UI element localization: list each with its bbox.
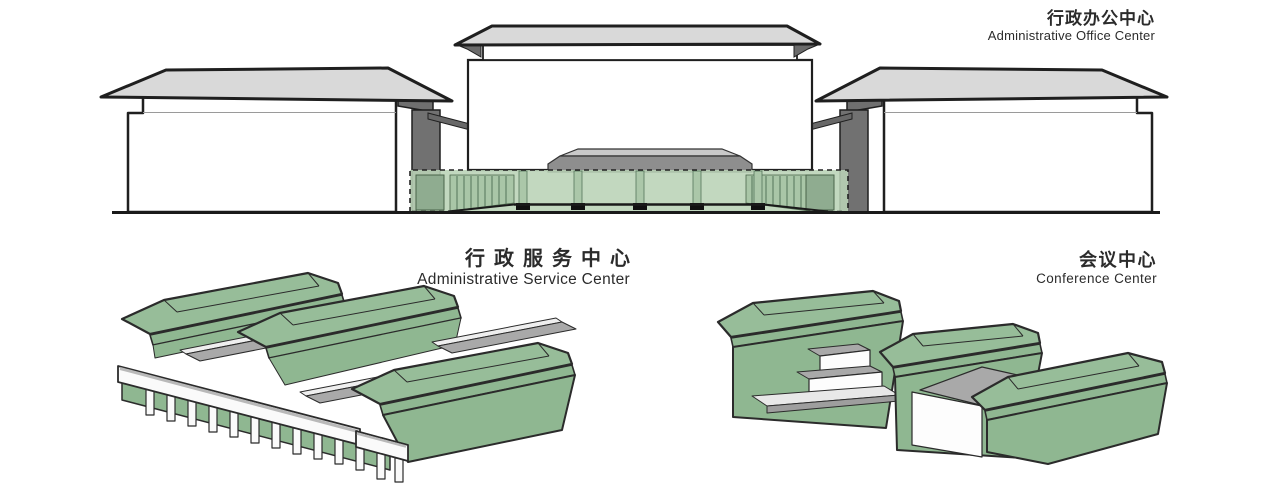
label-conference-center: 会议中心 Conference Center	[1036, 250, 1157, 286]
axon-administrative-service-center	[117, 271, 577, 483]
volume-a-hip-lines	[163, 272, 320, 313]
colonnade-beam-step	[355, 430, 409, 462]
colonnade-beam-top	[119, 367, 359, 433]
link-block-wall	[911, 391, 983, 458]
passage-door-left	[415, 174, 445, 211]
right-pavilion-wall	[882, 94, 1154, 214]
elevation-administrative-office-center	[99, 24, 1169, 214]
conference-terrace-steps	[751, 343, 900, 414]
passage-ramp-lines	[447, 203, 829, 213]
center-eave-bracket-right	[793, 43, 821, 58]
volume-2-hip-lines	[912, 323, 1024, 347]
colonnade-beam	[117, 365, 409, 462]
axon-conference-center	[716, 289, 1168, 465]
label-office-en: Administrative Office Center	[987, 27, 1155, 43]
volume-b-hip-lines	[279, 285, 436, 326]
label-administrative-service-center: 行政服务中心 Administrative Service Center	[417, 248, 630, 289]
colonnade-beam-step-top	[356, 432, 407, 448]
volume-c-hip-lines	[393, 342, 550, 383]
passage-louver-lines-left	[456, 176, 507, 210]
passage-dashed-outline	[409, 169, 849, 212]
label-conference-en: Conference Center	[1036, 270, 1157, 286]
right-pavilion-roof	[814, 66, 1169, 103]
label-conference-zh: 会议中心	[1079, 250, 1157, 270]
center-pavilion-fascia	[482, 44, 798, 61]
center-pavilion-roof	[453, 24, 822, 47]
volume-3-wall	[986, 382, 1168, 465]
label-service-zh: 行政服务中心	[465, 248, 639, 270]
label-service-en: Administrative Service Center	[417, 271, 630, 288]
conference-volume-3	[970, 351, 1168, 465]
passage-door-right	[805, 174, 835, 211]
left-pavilion	[99, 66, 491, 214]
label-office-zh: 行政办公中心	[1047, 9, 1155, 28]
service-volume-b	[236, 284, 462, 386]
volume-3-hip-lines	[1007, 352, 1140, 390]
passage-footings	[516, 203, 765, 210]
passage-central-roof	[547, 148, 753, 173]
left-pavilion-wall	[126, 94, 398, 214]
passage-roof-top	[559, 148, 741, 157]
passage-louvers-left	[449, 174, 515, 212]
label-administrative-office-center: 行政办公中心 Administrative Office Center	[988, 9, 1155, 43]
service-volume-c	[350, 341, 576, 463]
left-pavilion-roof	[99, 66, 454, 103]
volume-1-hip-lines	[752, 290, 885, 316]
green-passage	[409, 169, 849, 213]
service-walkway-behind-c	[431, 317, 577, 354]
center-pavilion	[453, 24, 822, 172]
